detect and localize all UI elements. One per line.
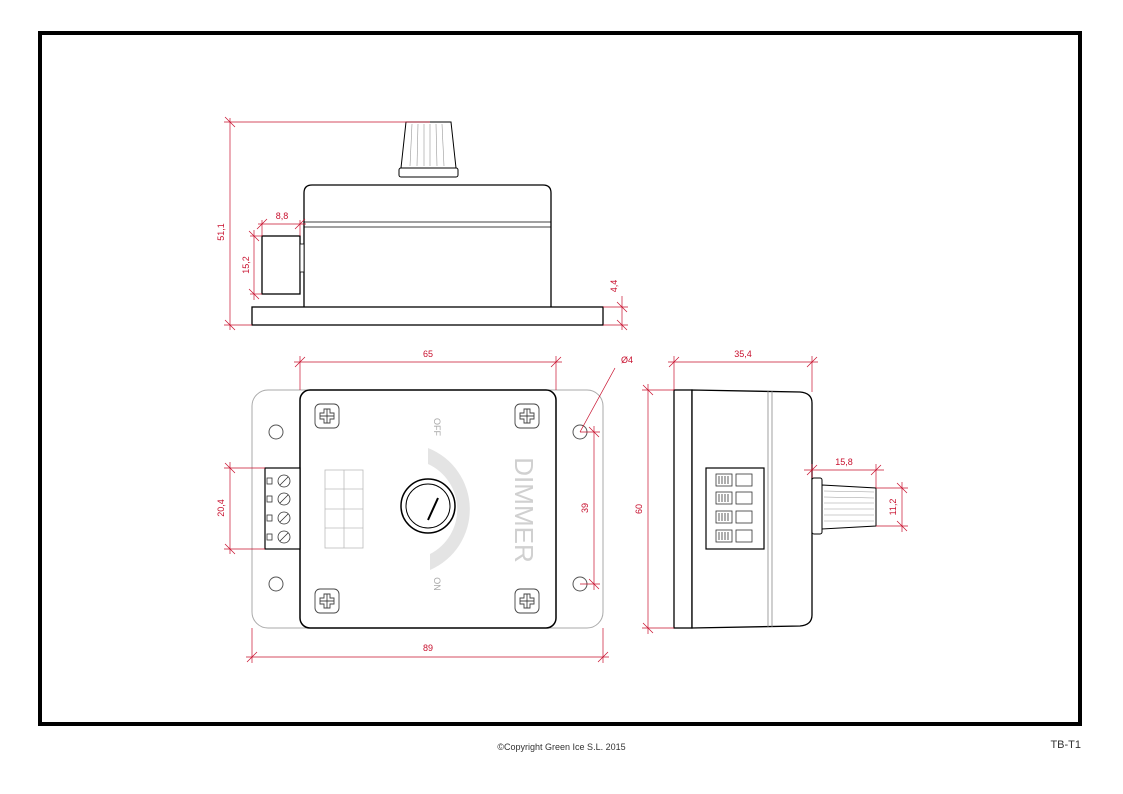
switch-off-label: OFF — [432, 418, 442, 436]
plan-dimension-lines — [224, 356, 616, 663]
dim-side-depth: 35,4 — [734, 349, 752, 359]
terminal-block-side — [705, 467, 765, 550]
dim-hole-spacing: 39 — [580, 503, 590, 513]
copyright-notice: ©Copyright Green Ice S.L. 2015 — [497, 742, 626, 752]
dim-knob-diameter: 11,2 — [888, 499, 898, 516]
dim-terminal-height: 20,4 — [216, 499, 226, 517]
dim-connector-height: 15,2 — [241, 256, 251, 274]
dimmer-arc — [428, 448, 470, 570]
body-elevation — [303, 184, 552, 307]
base-plate-side — [673, 389, 693, 629]
knob-elevation — [400, 121, 457, 169]
side-dimension-lines — [642, 356, 908, 634]
plan-view — [251, 389, 604, 629]
dim-total-height: 51,1 — [216, 223, 226, 241]
mount-hole-bl — [268, 576, 284, 592]
dim-base-thickness: 4,4 — [609, 280, 619, 293]
connector-elevation — [261, 235, 301, 295]
dim-connector-width: 8,8 — [276, 211, 289, 221]
dimmer-label: DIMMER — [509, 457, 539, 562]
dim-knob-length: 15,8 — [835, 457, 853, 467]
base-plate-elevation — [251, 306, 604, 326]
drawing-code: TB-T1 — [1050, 739, 1081, 751]
side-view — [673, 389, 877, 629]
dim-overall-width: 89 — [423, 643, 433, 653]
switch-on-label: ON — [432, 577, 442, 591]
elevation-dimension-lines — [224, 116, 628, 331]
front-elevation-view — [251, 121, 604, 326]
terminal-block-plan — [264, 467, 301, 550]
drawing-frame — [38, 31, 1082, 726]
mount-hole-tl — [268, 424, 284, 440]
dim-hole-diameter: Ø4 — [621, 355, 633, 365]
dim-side-height: 60 — [634, 504, 644, 514]
dim-body-width: 65 — [423, 349, 433, 359]
